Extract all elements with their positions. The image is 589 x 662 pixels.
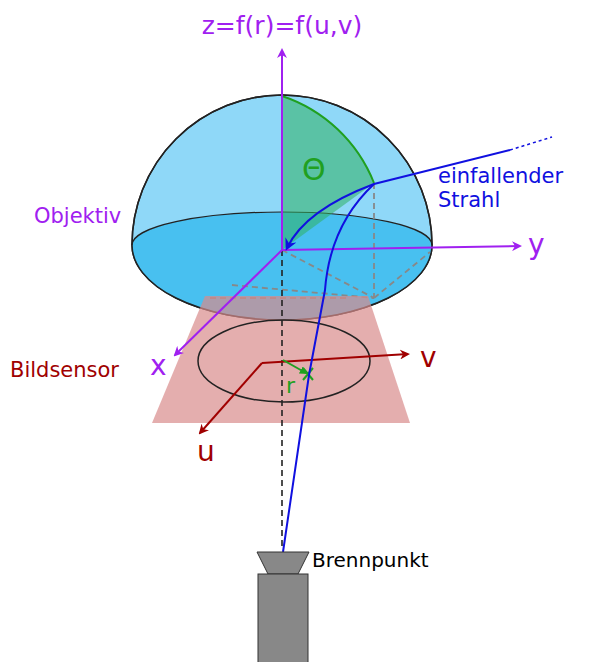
axis-formula: z=f(r)=f(u,v) [202,12,363,41]
axis-name: x [150,350,167,382]
axis-name: v [420,342,437,374]
sensor-label: Bildsensor [10,358,119,382]
axis-name: u [197,436,215,468]
axis-name: y [528,229,545,261]
focal-label: Brennpunkt [312,549,429,572]
ray-label: einfallender Strahl [438,164,578,212]
angle-label: Θ [302,153,326,188]
radius-label: r [286,373,295,398]
lens-label: Objektiv [34,204,121,228]
